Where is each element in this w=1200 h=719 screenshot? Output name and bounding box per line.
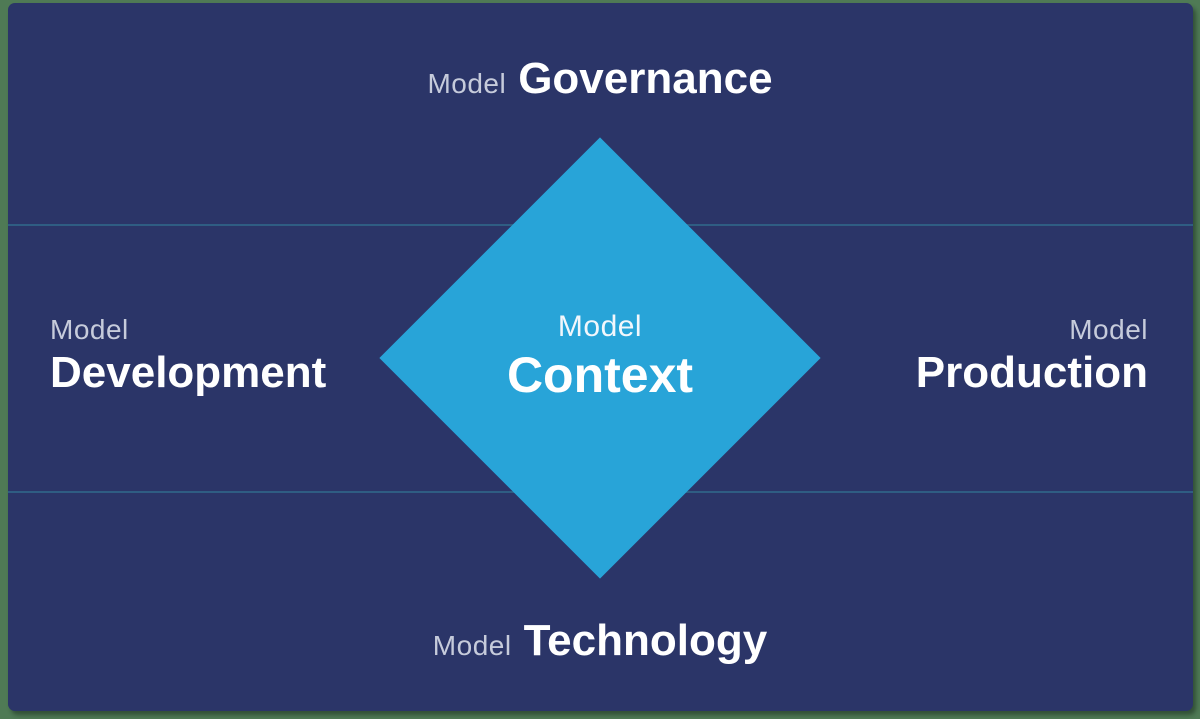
development-prefix-text: Model [50,314,129,345]
technology-prefix-text: Model [432,630,512,661]
quadrant-label-governance: Model Governance [0,54,1200,103]
context-main-text: Context [506,347,694,403]
quadrant-label-development: Model Development [50,312,326,399]
governance-main-text: Governance [518,54,773,103]
production-prefix-text: Model [1069,314,1148,345]
diamond-label-context: Model Context [400,309,800,403]
context-prefix-text: Model [557,310,643,343]
quadrant-label-technology: Model Technology [0,616,1200,665]
quadrant-label-production: Model Production [916,312,1148,399]
development-main-text: Development [50,348,327,397]
governance-prefix-text: Model [427,68,507,99]
technology-main-text: Technology [523,616,768,665]
production-main-text: Production [915,348,1148,397]
